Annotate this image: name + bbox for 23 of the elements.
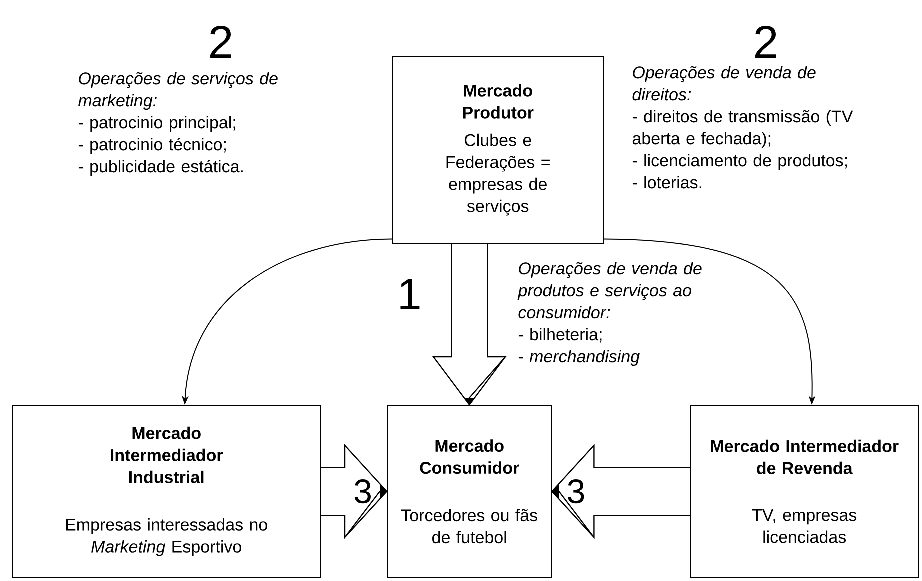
market-box: Mercado Consumidor Torcedores ou fãs de futebol (387, 405, 552, 578)
block-arrow (432, 244, 507, 406)
label: - direitos de transmissão (TV aberta e fechada); (632, 110, 854, 148)
market-box: Mercado Intermediador de Revenda TV, empresas licenciadas (690, 405, 920, 578)
label: - publicidade estática. (78, 160, 243, 176)
market-box: Mercado Produtor Clubes e Federações = empresas de serviços (392, 56, 604, 244)
block-arrow (551, 444, 691, 540)
block-arrow (320, 444, 388, 540)
market-box: Mercado Intermediador Industrial Empresas interessadas no Marketing Esportivo (12, 405, 322, 578)
step-number: 3 (354, 480, 371, 504)
operations-note: Operações de venda de direitos: - direitos de transmissão (TV aberta e fechada); - licenciamento de produtos; - loterias. (632, 66, 854, 189)
label: - licenciamento de produtos; (632, 154, 848, 170)
step-number: 2 (756, 26, 776, 58)
label: - loterias. (632, 176, 702, 189)
label: - patrocinio principal; (78, 116, 236, 132)
step-number: 1 (400, 279, 420, 310)
label: - patrocinio técnico; (78, 138, 226, 154)
operations-note: Operações de serviços de marketing: - patrocinio principal; - patrocinio técnico; - publicidade estática. (78, 72, 278, 176)
label: Operações de venda de direitos: (632, 66, 816, 101)
step-number: 2 (210, 26, 232, 58)
label: Operações de serviços de marketing: (78, 72, 278, 110)
operations-note: Operações de venda de produtos e serviços ao consumidor: - bilheteria; - merchandising (518, 262, 702, 366)
step-number: 3 (568, 480, 584, 504)
